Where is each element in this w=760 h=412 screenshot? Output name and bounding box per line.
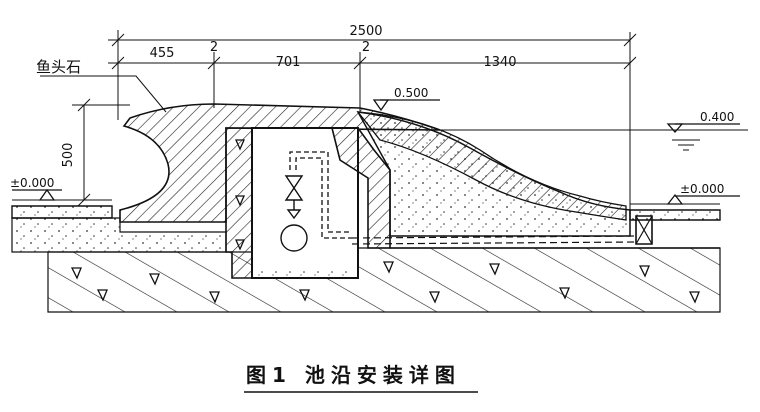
dim-seg2: 701 xyxy=(276,55,301,70)
wall-triangles-left xyxy=(234,139,246,251)
callout-leader xyxy=(40,75,167,113)
concrete-base xyxy=(11,217,227,253)
soil-ground xyxy=(47,247,721,313)
left-paving xyxy=(11,205,113,219)
dim-seg3: 1340 xyxy=(483,55,516,70)
valve-chamber-wall xyxy=(251,127,359,279)
level-water: 0.400 xyxy=(700,110,734,124)
level-left-ground: ±0.000 xyxy=(10,176,54,190)
bank-top-layer xyxy=(356,111,627,221)
dim-gap1: 2 xyxy=(210,40,218,55)
chamber-floor xyxy=(258,270,352,278)
water-surface xyxy=(400,129,748,151)
drain-pipe xyxy=(351,235,637,245)
dimension-lines xyxy=(72,30,637,215)
pipe-section-circle xyxy=(280,224,308,252)
dim-total: 2500 xyxy=(349,24,382,39)
right-paving xyxy=(629,209,721,221)
fish-head-stone-label: 鱼头石 xyxy=(36,58,81,76)
dim-gap2: 2 xyxy=(362,40,370,55)
level-markers xyxy=(12,99,740,205)
dim-height: 500 xyxy=(61,143,76,168)
valve-icon xyxy=(284,175,304,220)
pipe-and-valve xyxy=(289,151,352,239)
soil-triangles xyxy=(70,261,700,304)
dim-seg1: 455 xyxy=(150,46,175,61)
level-right-ground: ±0.000 xyxy=(680,182,724,196)
level-coping-top: 0.500 xyxy=(394,86,428,100)
drawing-caption: 图1 池沿安装详图 xyxy=(246,363,461,387)
fish-head-stone xyxy=(119,103,441,223)
